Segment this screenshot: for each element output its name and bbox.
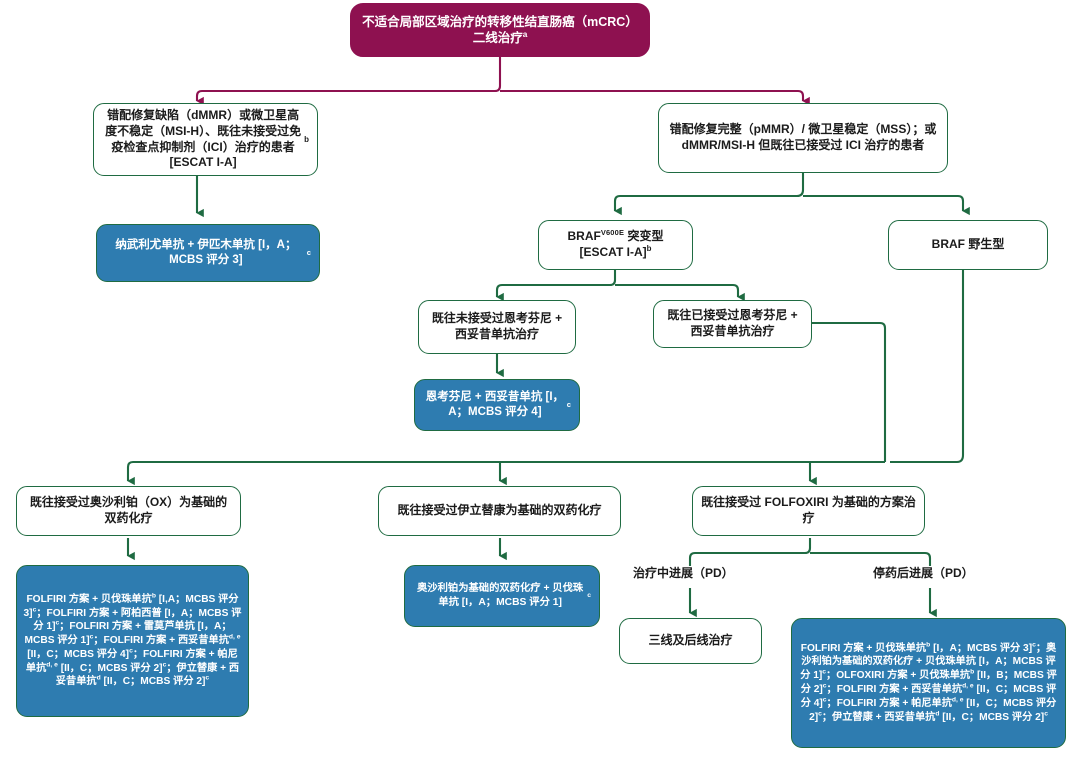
option-footnote: d, e — [46, 661, 58, 669]
node-nivolumab-ipilimumab: 纳武利尤单抗 + 伊匹木单抗 [I，A；MCBS 评分 3]c — [96, 224, 320, 282]
dmmr-branch-text: 错配修复缺陷（dMMR）或微卫星高度不稳定（MSI-H）、既往未接受过免疫检查点… — [105, 108, 302, 170]
option-segment: ；FOLFIRI 方案 + 帕尼单抗 — [826, 697, 952, 709]
braf-brand: BRAF — [567, 229, 601, 244]
option-segment: [II，C；MCBS 评分 2] — [100, 676, 206, 688]
braf-mutant-text: 突变型 — [624, 229, 664, 244]
enco-naive-text: 既往未接受过恩考芬尼 + 西妥昔单抗治疗 — [431, 311, 563, 341]
node-prior-oxaliplatin: 既往接受过奥沙利铂（OX）为基础的双药化疗 — [16, 486, 241, 536]
option-segment: [II，C；MCBS 评分 2] — [809, 697, 1057, 723]
option-footnote: b — [970, 668, 975, 676]
option-segment: FOLFIRI 方案 + 贝伐珠单抗 — [800, 642, 927, 654]
option-footnote: c — [1044, 710, 1048, 718]
node-braf-v600e-mutant: BRAFV600E 突变型 [ESCAT I-A]b — [538, 220, 693, 270]
option-segment: ；FOLFIRI 方案 + 西妥昔单抗 — [93, 635, 229, 647]
root-line1: 不适合局部区域治疗的转移性结直肠癌（mCRC） — [362, 14, 638, 29]
node-third-line-and-beyond: 三线及后线治疗 — [619, 618, 762, 664]
option-footnote: c — [822, 682, 827, 690]
prior-ox-text: 既往接受过奥沙利铂（OX）为基础的双药化疗 — [29, 495, 228, 525]
option-footnote: d — [935, 710, 940, 718]
root-line2: 二线治疗 — [472, 31, 523, 45]
option-footnote: c — [162, 661, 167, 669]
option-segment: ；FOLFIRI 方案 + 西妥昔单抗 — [826, 684, 963, 695]
node-folfoxiri-pretreated-options: FOLFIRI 方案 + 贝伐珠单抗b [I，A；MCBS 评分 3]c；奥沙利… — [791, 618, 1066, 748]
option-footnote: c — [89, 633, 94, 641]
node-prior-folfoxiri: 既往接受过 FOLFOXIRI 为基础的方案治疗 — [692, 486, 925, 536]
option-footnote: c — [1032, 641, 1036, 649]
node-root-title: 不适合局部区域治疗的转移性结直肠癌（mCRC） 二线治疗a — [350, 3, 650, 57]
option-segment: [II，C；MCBS 评分 4] — [800, 684, 1057, 709]
braf-escat: [ESCAT I-A] — [579, 245, 647, 259]
pmmr-branch-text: 错配修复完整（pMMR）/ 微卫星稳定（MSS）；或 dMMR/MSI-H 但既… — [669, 122, 937, 152]
root-footnote: a — [522, 29, 528, 39]
option-footnote: b — [151, 592, 156, 600]
option-segment: ；OLFOXIRI 方案 + 贝伐珠单抗 — [826, 670, 971, 682]
node-encorafenib-cetuximab: 恩考芬尼 + 西妥昔单抗 [I，A；MCBS 评分 4]c — [414, 379, 580, 431]
option-segment: ；奥沙利铂为基础的双药化疗 + 贝伐珠单抗 [I，A；MCBS 评分 1] — [800, 642, 1057, 682]
option-segment: ；伊立替康 + 西妥昔单抗 — [821, 711, 936, 723]
option-footnote: b — [926, 641, 931, 649]
node-dmmr-msih-branch: 错配修复缺陷（dMMR）或微卫星高度不稳定（MSI-H）、既往未接受过免疫检查点… — [93, 103, 318, 176]
option-footnote: c — [32, 606, 37, 614]
option-footnote: d, e — [962, 682, 974, 690]
node-encorafenib-naive: 既往未接受过恩考芬尼 + 西妥昔单抗治疗 — [418, 300, 576, 354]
option-footnote: d, e — [951, 696, 964, 704]
option-segment: ；伊立替康 + 西妥昔单抗 — [55, 662, 240, 688]
option-segment: [II，B；MCBS 评分 2] — [800, 670, 1057, 695]
node-irinotecan-pretreated-options: 奥沙利铂为基础的双药化疗 + 贝伐珠单抗 [I，A；MCBS 评分 1]c — [404, 565, 600, 627]
label-pd-on-treatment: 治疗中进展（PD） — [633, 566, 734, 580]
node-encorafenib-treated: 既往已接受过恩考芬尼 + 西妥昔单抗治疗 — [653, 300, 812, 348]
option-footnote: c — [822, 696, 827, 704]
option-segment: ；FOLFIRI 方案 + 阿柏西普 [I，A；MCBS 评分 1] — [33, 607, 242, 633]
enco-cetux-text: 恩考芬尼 + 西妥昔单抗 [I，A；MCBS 评分 4] — [425, 391, 565, 418]
option-footnote: d, e — [228, 633, 241, 641]
option-segment: ；FOLFIRI 方案 + 帕尼单抗 — [25, 648, 238, 674]
ox-options-body: FOLFIRI 方案 + 贝伐珠单抗b [I,A；MCBS 评分 3]c；FOL… — [23, 593, 242, 689]
option-segment: [II，C；MCBS 评分 2] — [57, 662, 163, 674]
option-segment: [II，C；MCBS 评分 4] — [27, 648, 130, 660]
prior-folfoxiri-text: 既往接受过 FOLFOXIRI 为基础的方案治疗 — [701, 495, 916, 525]
option-segment: ；FOLFIRI 方案 + 雷莫芦单抗 [I，A；MCBS 评分 1] — [24, 621, 232, 647]
node-oxaliplatin-pretreated-options: FOLFIRI 方案 + 贝伐珠单抗b [I,A；MCBS 评分 3]c；FOL… — [16, 565, 249, 717]
enco-treated-text: 既往已接受过恩考芬尼 + 西妥昔单抗治疗 — [667, 308, 798, 338]
option-footnote: c — [822, 668, 827, 676]
option-segment: [I,A；MCBS 评分 3] — [23, 593, 239, 619]
label-pd-off-treatment: 停药后进展（PD） — [873, 566, 974, 580]
nivo-ipi-text: 纳武利尤单抗 + 伊匹木单抗 [I，A；MCBS 评分 3] — [115, 239, 297, 266]
option-footnote: c — [129, 647, 133, 655]
option-footnote: c — [55, 619, 60, 627]
braf-wildtype-text: BRAF 野生型 — [931, 237, 1005, 252]
option-footnote: d — [96, 675, 101, 683]
option-footnote: c — [818, 710, 822, 718]
option-footnote: c — [205, 675, 210, 683]
node-braf-wildtype: BRAF 野生型 — [888, 220, 1048, 270]
iri-options-text: 奥沙利铂为基础的双药化疗 + 贝伐珠单抗 [I，A；MCBS 评分 1] — [417, 583, 584, 608]
braf-variant: V600E — [600, 228, 625, 238]
node-prior-irinotecan: 既往接受过伊立替康为基础的双药化疗 — [378, 486, 621, 536]
option-segment: [II，C；MCBS 评分 2] — [939, 711, 1045, 723]
prior-iri-text: 既往接受过伊立替康为基础的双药化疗 — [397, 503, 602, 518]
option-segment: FOLFIRI 方案 + 贝伐珠单抗 — [26, 593, 152, 605]
option-segment: [I，A；MCBS 评分 3] — [930, 642, 1033, 654]
folfoxiri-options-body: FOLFIRI 方案 + 贝伐珠单抗b [I，A；MCBS 评分 3]c；奥沙利… — [798, 641, 1059, 725]
third-line-text: 三线及后线治疗 — [648, 633, 733, 648]
braf-footnote: b — [646, 244, 652, 253]
node-pmmr-mss-branch: 错配修复完整（pMMR）/ 微卫星稳定（MSS）；或 dMMR/MSI-H 但既… — [658, 103, 948, 173]
